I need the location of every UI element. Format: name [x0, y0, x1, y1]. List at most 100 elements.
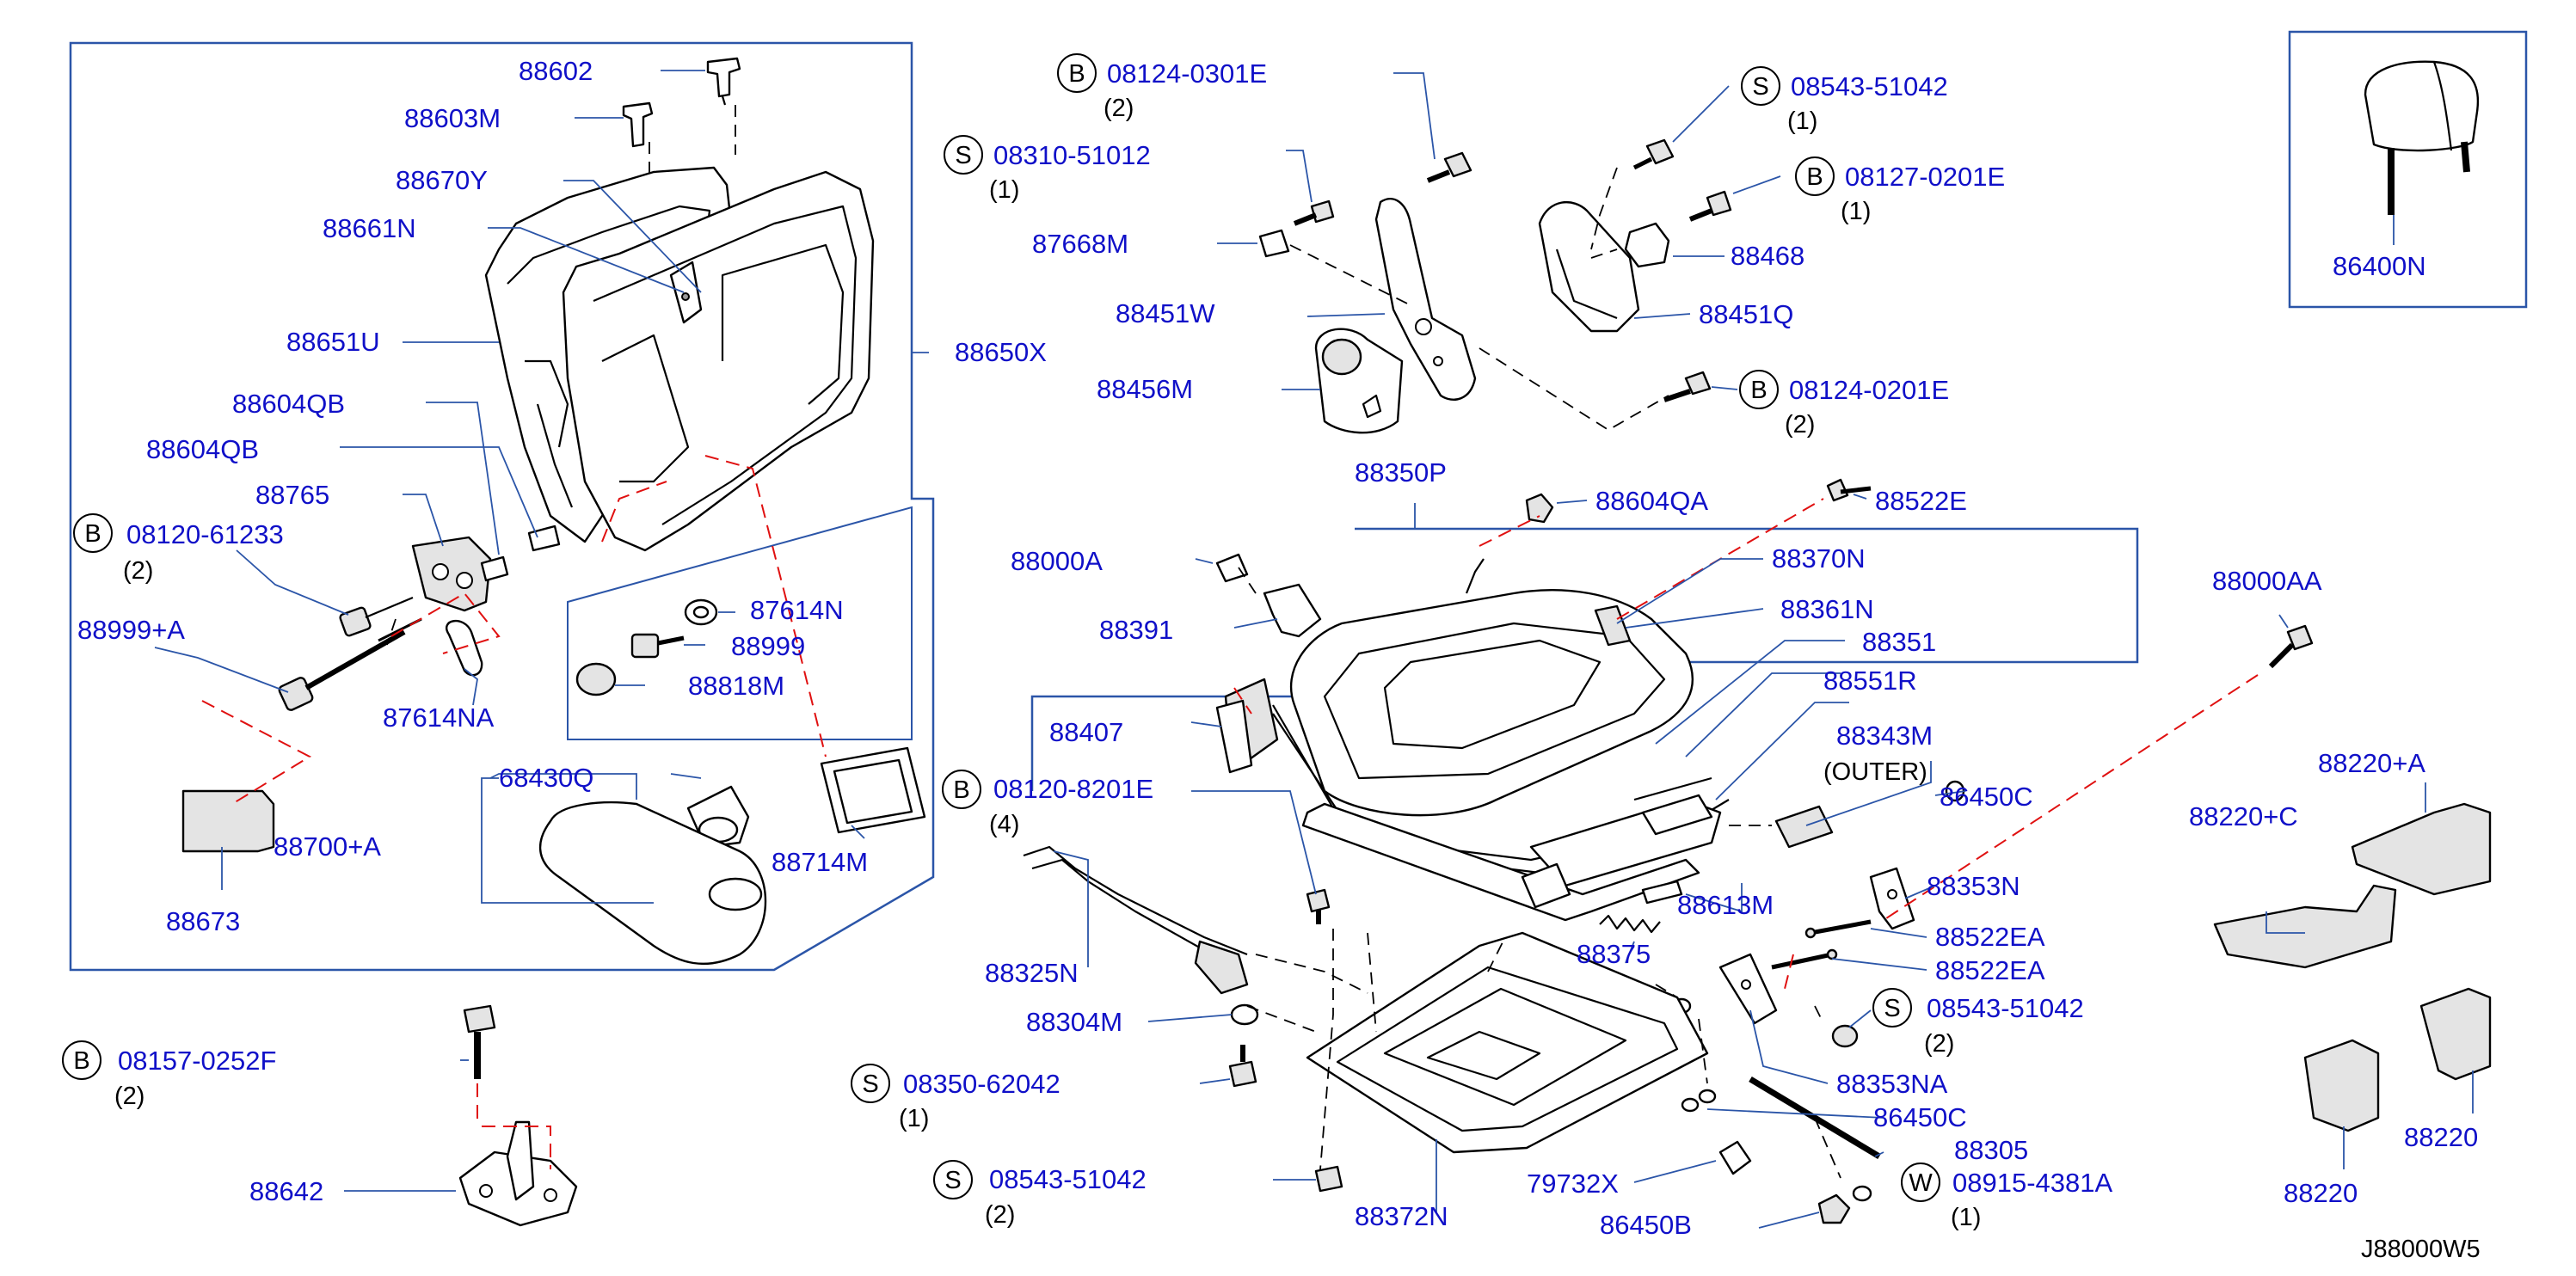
label-08124-0201E: 08124-0201E [1789, 375, 1949, 405]
cap-88818M-icon [575, 662, 617, 696]
label-88220-b: 88220 [2284, 1178, 2358, 1208]
seat-back-dash-guide [386, 105, 736, 646]
label-88604QB-a: 88604QB [232, 389, 345, 419]
label-08915-4381A: 08915-4381A [1952, 1168, 2112, 1198]
bracket-88407-icon [1215, 699, 1253, 774]
label-88613M: 88613M [1677, 890, 1774, 920]
label-88999a: 88999+A [77, 615, 185, 645]
label-08543-51042-bot: 08543-51042 [989, 1164, 1147, 1194]
qty-08124-0301E: (2) [1104, 95, 1134, 122]
qty-08120-61233: (2) [123, 557, 153, 585]
pin-88522EA-b-icon [1771, 948, 1838, 970]
label-88353N: 88353N [1927, 871, 2020, 901]
bolt-08120-8201E-icon [1306, 888, 1331, 924]
label-88370N: 88370N [1772, 543, 1866, 574]
qty-08157-0252F: (2) [114, 1083, 144, 1110]
seat-back-leaders [154, 70, 929, 904]
seat-back-red-guide [704, 455, 827, 758]
svg-text:S: S [1752, 73, 1768, 101]
label-88522EA-a: 88522EA [1935, 922, 2045, 952]
bolt-08543-51042-bot-icon [1314, 1165, 1343, 1193]
label-87668M: 87668M [1032, 229, 1128, 259]
svg-text:B: B [1068, 60, 1085, 88]
label-88325N: 88325N [985, 958, 1079, 988]
bolt-88522E-icon [1826, 478, 1872, 502]
label-88604QA: 88604QA [1595, 486, 1708, 516]
pad-88343M-icon [1774, 805, 1834, 849]
clip-88603M-icon [622, 101, 654, 148]
qty-08915-4381A: (1) [1951, 1204, 1981, 1231]
svg-text:S: S [862, 1070, 878, 1098]
recliner-leaders [1217, 72, 1781, 390]
seat-back-cushion [562, 170, 875, 552]
label-88220-a: 88220 [2404, 1122, 2478, 1152]
label-87614N: 87614N [750, 595, 844, 625]
circle-b-08124-0201E: B [1739, 370, 1779, 409]
bolt-88000AA-icon [2268, 624, 2314, 669]
label-88602: 88602 [519, 56, 593, 86]
svg-text:B: B [84, 520, 101, 548]
label-88456M: 88456M [1097, 374, 1193, 404]
recliner-arm-88451W-icon [1374, 197, 1477, 402]
label-88000AA: 88000AA [2212, 566, 2322, 596]
seat-back-group-box [69, 41, 935, 972]
bracket-88642-red-guide [476, 1083, 551, 1169]
seat-back-red-guide-2 [201, 481, 667, 805]
label-88451W: 88451W [1116, 298, 1215, 328]
bolt-08350-62042-icon [1228, 1045, 1257, 1088]
label-88603M: 88603M [404, 103, 501, 133]
cover-88220-a-icon [2419, 987, 2492, 1081]
label-08157-0252F: 08157-0252F [118, 1046, 276, 1076]
label-86450C-b: 86450C [1873, 1102, 1967, 1132]
svg-text:B: B [73, 1047, 89, 1075]
label-88765: 88765 [255, 480, 329, 510]
bolt-08124-0201E-icon [1663, 371, 1712, 402]
cap-87614NA-icon [446, 619, 483, 677]
bushing-88604QB-icon [480, 525, 561, 582]
clip-88000A-icon [1215, 553, 1249, 583]
recliner-dash-guide [1289, 167, 1669, 432]
label-08120-8201E: 08120-8201E [993, 774, 1153, 804]
label-68430Q: 68430Q [499, 763, 593, 793]
qty-08543-51042-top: (1) [1787, 107, 1817, 135]
plate-88220A-icon [2351, 802, 2492, 896]
svg-text:S: S [955, 142, 971, 169]
stay-88353NA-icon [1718, 953, 1778, 1025]
label-88350P: 88350P [1355, 457, 1447, 488]
label-88372N: 88372N [1355, 1201, 1448, 1231]
label-08543-51042-top: 08543-51042 [1791, 71, 1948, 101]
label-88551R: 88551R [1823, 666, 1917, 696]
label-08124-0301E: 08124-0301E [1107, 58, 1267, 89]
plate-88220C-icon [2213, 884, 2397, 969]
label-08127-0201E: 08127-0201E [1845, 162, 2005, 192]
part-labels: 88602 88603M 88670Y 88661N 88651U 88650X… [77, 56, 2481, 1263]
label-86450B: 86450B [1600, 1210, 1692, 1240]
label-88522EA-b: 88522EA [1935, 955, 2045, 985]
armrest-icon [538, 801, 767, 966]
circle-w-08915-4381A: W [1901, 1163, 1940, 1202]
bolt-08157-0252F-icon [463, 1004, 496, 1079]
label-88391: 88391 [1099, 615, 1173, 645]
washer-08915-4381A-icon [1852, 1185, 1872, 1202]
rail-88551R-icon [1301, 776, 1722, 922]
label-88714M: 88714M [772, 847, 868, 877]
label-88375: 88375 [1577, 939, 1651, 969]
clip-88602-icon [706, 57, 741, 106]
pin-88613M-icon [1641, 880, 1683, 905]
seat-cushion-88361N-icon [1289, 589, 1694, 817]
harness-88325N-icon [1023, 845, 1249, 995]
bracket-88642-icon [458, 1120, 578, 1227]
label-88522E: 88522E [1875, 486, 1967, 516]
label-88451Q: 88451Q [1699, 299, 1793, 329]
svg-text:B: B [1750, 377, 1767, 404]
label-88305: 88305 [1954, 1135, 2028, 1165]
circle-s-08543-51042-top: S [1741, 66, 1780, 106]
bracket-88391-icon [1263, 583, 1322, 638]
circle-b-08127-0201E: B [1795, 156, 1835, 196]
bezel-88714M-icon [820, 746, 926, 834]
cover-88220-b-icon [2303, 1039, 2380, 1132]
label-08543-51042-mid: 08543-51042 [1927, 993, 2084, 1023]
label-88651U: 88651U [286, 327, 380, 357]
circle-b-08124-0301E: B [1057, 53, 1097, 93]
